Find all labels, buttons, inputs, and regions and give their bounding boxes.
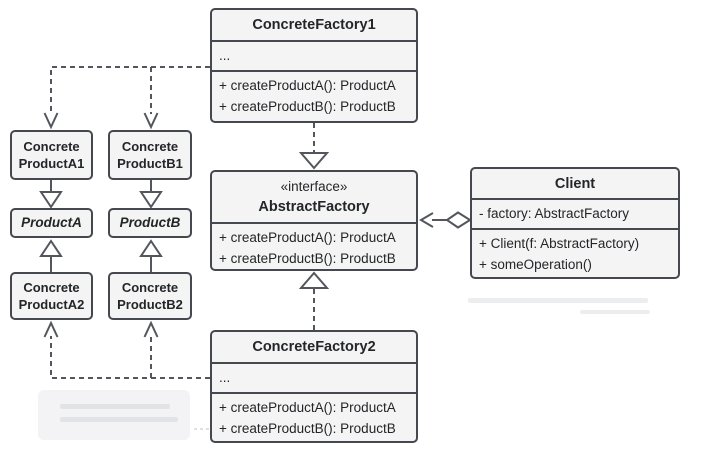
class-attributes: ... <box>212 40 416 70</box>
client-ghost-text <box>468 298 648 303</box>
class-title: Concrete ProductA2 <box>18 280 85 312</box>
method: + someOperation() <box>479 257 592 272</box>
class-title: ConcreteFactory2 <box>252 339 376 355</box>
class-attributes: - factory: AbstractFactory <box>472 198 678 228</box>
class-productb: ProductB <box>108 208 192 238</box>
class-title: Client <box>554 175 596 192</box>
open-arrowhead-up-icon <box>43 320 59 338</box>
class-title: ConcreteFactory1 <box>252 17 376 33</box>
method: + createProductB(): ProductB <box>219 421 396 436</box>
class-title: Concrete ProductB1 <box>117 139 183 171</box>
open-arrowhead-down-icon <box>143 112 159 130</box>
class-title: ProductA <box>21 215 82 230</box>
watermark-ghost-text <box>60 404 170 409</box>
class-concretefactory1: ConcreteFactory1 ... + createProductA():… <box>210 8 418 123</box>
method: + createProductB(): ProductB <box>219 251 396 266</box>
class-methods: + createProductA(): ProductA + createPro… <box>212 222 416 269</box>
class-attributes: ... <box>212 362 416 392</box>
method: + createProductA(): ProductA <box>219 400 396 415</box>
hollow-diamond-icon <box>445 211 472 229</box>
hollow-triangle-down-icon <box>139 191 163 209</box>
hollow-triangle-up-icon <box>39 239 63 257</box>
class-methods: + createProductA(): ProductA + createPro… <box>212 70 416 121</box>
watermark-ghost-text <box>60 417 178 422</box>
hollow-triangle-up-icon <box>298 271 330 289</box>
method: + Client(f: AbstractFactory) <box>479 236 640 251</box>
class-methods: + createProductA(): ProductA + createPro… <box>212 392 416 441</box>
client-ghost-text <box>580 310 650 314</box>
class-title: «interface» AbstractFactory <box>212 172 416 222</box>
class-abstractfactory: «interface» AbstractFactory + createProd… <box>210 170 418 271</box>
method: + createProductA(): ProductA <box>219 78 396 93</box>
open-arrowhead-down-icon <box>43 112 59 130</box>
class-concreteproductb1: Concrete ProductB1 <box>108 130 192 180</box>
dependency-cf1-to-productA1-line <box>50 66 210 114</box>
class-concreteproducta1: Concrete ProductA1 <box>10 130 93 180</box>
class-producta: ProductA <box>10 208 93 238</box>
open-arrowhead-up-icon <box>143 320 159 338</box>
hollow-triangle-down-icon <box>298 152 330 170</box>
class-title: Concrete ProductA1 <box>18 139 85 171</box>
open-arrowhead-left-icon <box>419 212 434 228</box>
class-name: AbstractFactory <box>258 199 370 215</box>
class-title: ProductB <box>119 215 181 230</box>
class-concreteproducta2: Concrete ProductA2 <box>10 272 93 320</box>
dependency-cf2-to-productA2-line <box>50 336 210 379</box>
method: + createProductA(): ProductA <box>219 230 396 245</box>
watermark-ghost <box>38 390 190 440</box>
hollow-triangle-down-icon <box>39 191 63 209</box>
class-concreteproductb2: Concrete ProductB2 <box>108 272 192 320</box>
class-concretefactory2: ConcreteFactory2 ... + createProductA():… <box>210 330 418 443</box>
class-title: Concrete ProductB2 <box>117 280 183 312</box>
class-client: Client - factory: AbstractFactory + Clie… <box>470 167 680 279</box>
stereotype-label: «interface» <box>280 179 348 194</box>
method: + createProductB(): ProductB <box>219 99 396 114</box>
class-methods: + Client(f: AbstractFactory) + someOpera… <box>472 228 678 277</box>
hollow-triangle-up-icon <box>139 239 163 257</box>
